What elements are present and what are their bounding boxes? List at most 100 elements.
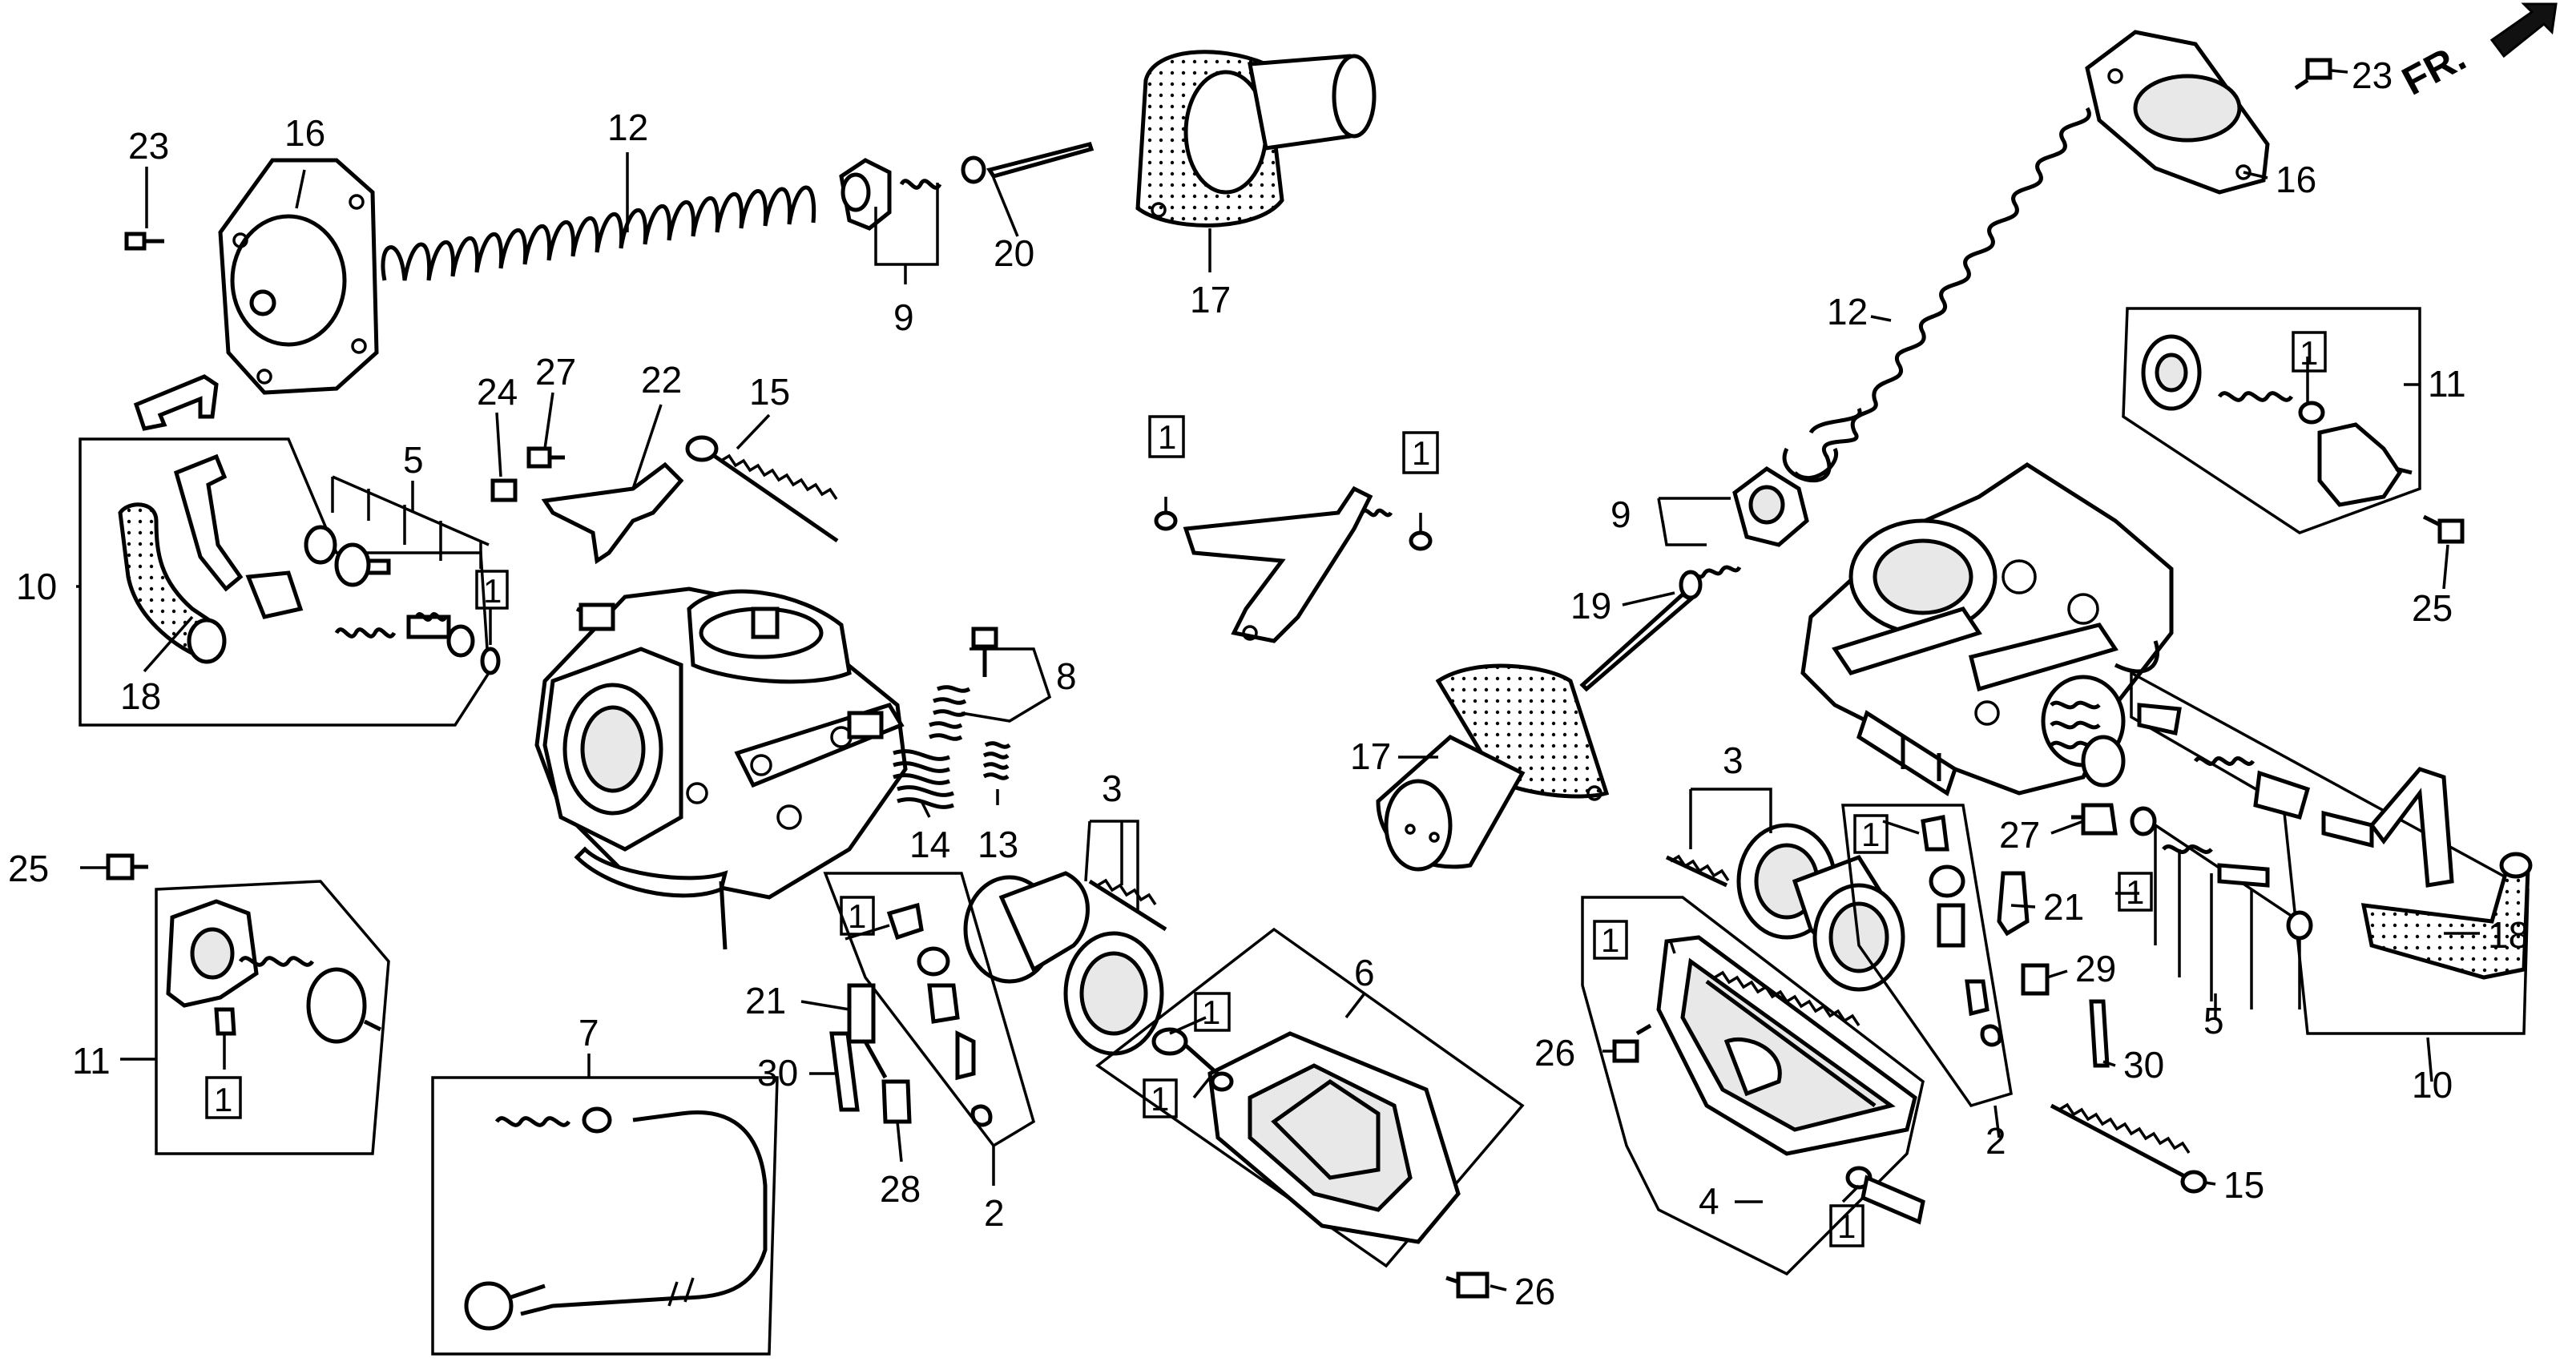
label-18-left: 18: [120, 675, 161, 717]
label-25-right: 25: [2412, 587, 2453, 629]
label-6: 6: [1354, 952, 1375, 993]
spring-12-left: [381, 185, 816, 281]
jets-21-30-28-left: [829, 983, 912, 1124]
top-chamber-cover-right: [2085, 30, 2270, 195]
label-11-right: 11: [2428, 363, 2466, 405]
label-2-left: 2: [984, 1192, 1005, 1234]
label-12-right: 12: [1827, 291, 1868, 332]
label-1-link-right: 1: [1412, 434, 1430, 472]
label-5-right: 5: [2203, 1000, 2224, 1042]
label-9-right: 9: [1611, 494, 1631, 535]
label-3-left: 3: [1102, 768, 1123, 809]
front-direction-arrow: FR.: [2395, 2, 2558, 104]
screw-25-left: [106, 853, 148, 880]
label-13: 13: [978, 824, 1018, 865]
label-1-chamber4-top: 1: [1601, 921, 1619, 959]
label-30-right: 30: [2123, 1044, 2164, 1086]
label-1-panel11-right: 1: [2300, 334, 2318, 372]
label-1-chamber-side: 1: [1151, 1080, 1169, 1118]
label-17-right: 17: [1350, 735, 1391, 777]
screw-26-center: [1445, 1271, 1490, 1299]
label-1-panel2-right: 1: [1861, 816, 1880, 853]
panel-box-5-left: [331, 475, 490, 569]
label-18-right: 18: [2488, 914, 2529, 956]
diaphragm-17-right: [1376, 663, 1610, 872]
panel-box-2-right: [1841, 804, 2013, 1108]
long-bolt-15-right: [2050, 1102, 2207, 1194]
jet-needle-20: [986, 142, 1094, 179]
jet-parts-row-left: [245, 525, 501, 675]
front-direction-label: FR.: [2395, 34, 2473, 103]
label-14: 14: [909, 824, 950, 865]
label-1-chamber-top: 1: [1202, 993, 1220, 1031]
jets-27-21-29-30-right: [1997, 803, 2118, 1068]
float-chamber-6: [1095, 927, 1525, 1268]
label-10-left: 10: [16, 566, 57, 607]
springs-8-14-13: [893, 627, 1011, 809]
panel-box-7: [431, 1076, 779, 1356]
screw-25-right: [2422, 514, 2465, 544]
jet-needle-19: [1579, 570, 1703, 692]
needle-holder-9-left: [839, 155, 986, 231]
label-10-right: 10: [2412, 1064, 2453, 1106]
float-chamber-4: [1581, 896, 1925, 1276]
label-23-right: 23: [2352, 54, 2393, 96]
throttle-linkage-center: [1154, 486, 1433, 643]
label-22: 22: [641, 359, 682, 401]
screw-23-right: [2294, 58, 2332, 91]
label-2-right: 2: [1985, 1120, 2006, 1162]
panel-box-5-right: [2130, 806, 2313, 1009]
label-11-left: 11: [72, 1040, 111, 1082]
label-21-left: 21: [745, 980, 786, 1021]
float-assembly-3-left: [963, 871, 1167, 1056]
label-1-panel5-right: 1: [2126, 873, 2144, 911]
small-screws-24-27: [490, 446, 565, 502]
long-bolt-15-left: [685, 435, 839, 543]
diaphragm-17-left: [1135, 50, 1377, 228]
panel-box-11-left: [155, 880, 390, 1155]
label-1-panel11-left: 1: [214, 1081, 232, 1118]
label-9-left: 9: [893, 296, 914, 338]
label-12-left: 12: [607, 107, 648, 148]
label-3-right: 3: [1723, 739, 1744, 781]
leader-lines: [76, 69, 2480, 1291]
bracket-22: [541, 461, 684, 565]
label-7: 7: [578, 1012, 599, 1054]
label-8: 8: [1056, 655, 1077, 697]
label-4: 4: [1699, 1180, 1719, 1222]
bracket-clip-left: [133, 374, 219, 431]
label-26-center: 26: [1514, 1271, 1555, 1312]
carburetor-body-right: [1800, 462, 2174, 796]
label-1-panel2-left: 1: [848, 897, 866, 935]
carburetor-body-left: [534, 586, 908, 950]
label-19: 19: [1570, 585, 1611, 627]
label-27-left: 27: [535, 351, 576, 393]
label-28: 28: [880, 1168, 921, 1210]
label-16-right: 16: [2276, 159, 2316, 200]
label-25-left: 25: [8, 848, 49, 889]
label-24: 24: [477, 371, 518, 413]
label-1-chamber4-bottom: 1: [1837, 1207, 1856, 1245]
panel-box-10-right: [2130, 671, 2533, 1035]
label-1-left-panel5: 1: [483, 572, 502, 610]
spring-12-right: [1782, 107, 2091, 483]
label-29: 29: [2075, 948, 2116, 989]
screw-23-left: [124, 232, 164, 251]
label-27-right: 27: [1999, 814, 2040, 856]
label-21-right: 21: [2043, 886, 2084, 928]
screw-26-right: [1612, 1023, 1652, 1063]
needle-holder-9-right: [1684, 465, 1809, 579]
label-15-left: 15: [749, 371, 790, 413]
top-chamber-cover-left: [218, 158, 379, 395]
label-23-left: 23: [128, 125, 169, 167]
label-26-right: 26: [1534, 1032, 1575, 1074]
boxed-labels: [205, 331, 2327, 1247]
panel-box-10-left: [79, 437, 490, 727]
label-20: 20: [994, 232, 1034, 274]
label-1-link-left: 1: [1158, 418, 1176, 456]
label-15-right: 15: [2223, 1164, 2264, 1206]
label-30-left: 30: [757, 1052, 798, 1094]
label-16-left: 16: [284, 112, 325, 154]
panel-box-11-right: [2122, 307, 2421, 534]
